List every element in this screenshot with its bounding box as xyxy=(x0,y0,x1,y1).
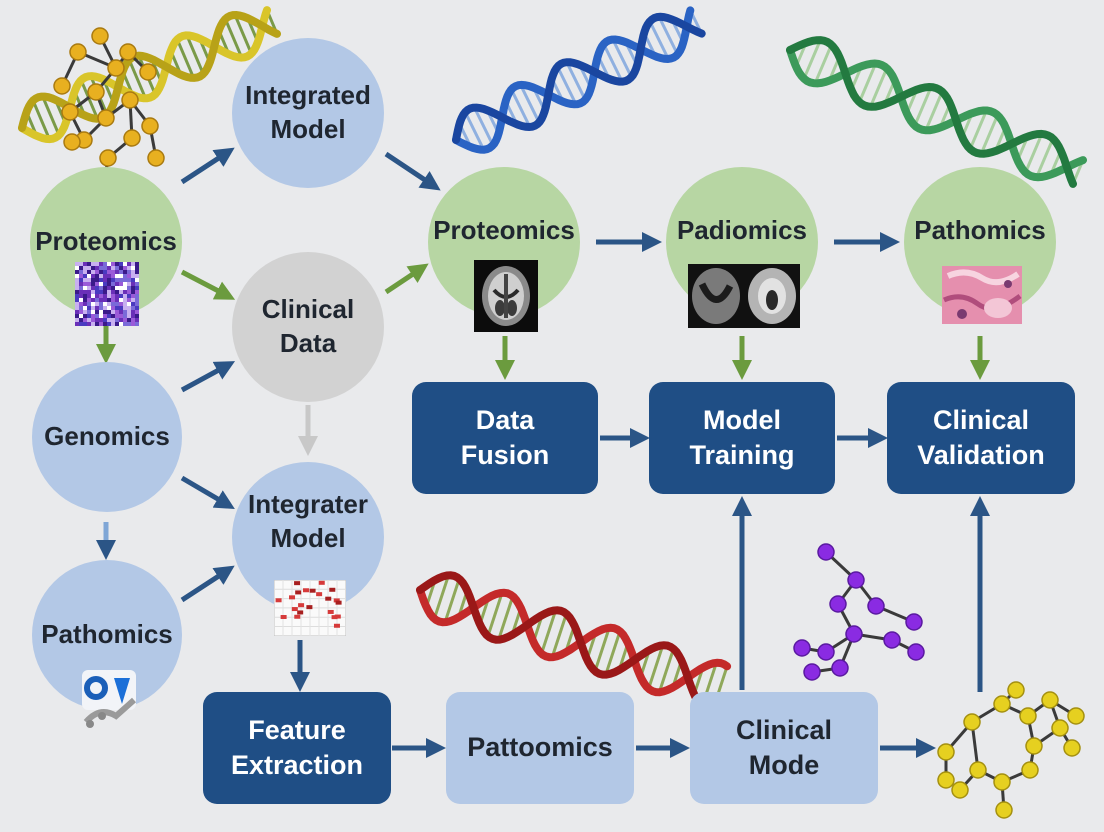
molecule-yellow xyxy=(937,681,1085,819)
arrow-proteomics-to-integrated xyxy=(180,147,235,185)
arrow-clinical-data-to-proteomics xyxy=(384,263,429,295)
feature-extraction-label: Feature Extraction xyxy=(230,714,364,780)
arrow-genomics-to-clinical-data xyxy=(180,361,236,393)
integrated-model-mid-label: Integrater Model xyxy=(248,489,368,553)
pattoomics-label: Pattoomics xyxy=(467,732,613,763)
integrated-model-top-label: Integrated Model xyxy=(245,80,371,144)
arrow-pathomics-to-integrater xyxy=(180,565,235,603)
arrow-genomics-to-integrater xyxy=(180,475,235,510)
clinical-data-node: Clinical Data xyxy=(232,252,384,402)
molecule-purple xyxy=(793,543,925,681)
clinical-validation-box: Clinical Validation xyxy=(887,382,1075,494)
pathomics-left-label: Pathomics xyxy=(41,619,173,650)
feature-extraction-box: Feature Extraction xyxy=(203,692,391,804)
arrow-proteomics-to-clinical-data xyxy=(180,269,236,300)
dna-helix-green xyxy=(786,36,1087,188)
genomics-label: Genomics xyxy=(44,421,170,452)
clinical-data-label: Clinical Data xyxy=(261,294,355,358)
proteomics-left-label: Proteomics xyxy=(35,226,177,257)
ct-scan-pair-image xyxy=(688,264,800,328)
mri-brain-scan-image xyxy=(474,260,538,332)
arrow-integrated-to-proteomics xyxy=(384,151,441,191)
integrated-model-top-node: Integrated Model xyxy=(232,38,384,188)
dna-helix-blue xyxy=(452,6,706,154)
data-fusion-box: Data Fusion xyxy=(412,382,598,494)
radiomics-label: Padiomics xyxy=(676,215,808,246)
model-training-label: Model Training xyxy=(689,404,795,470)
clinical-mode-box: Clinical Mode xyxy=(690,692,878,804)
clinical-validation-label: Clinical Validation xyxy=(917,404,1045,470)
data-fusion-label: Data Fusion xyxy=(460,404,550,470)
data-table-thumbnail-image xyxy=(274,580,346,636)
molecule-orange xyxy=(53,27,165,209)
clinical-mode-label: Clinical Mode xyxy=(735,714,833,780)
genomics-node: Genomics xyxy=(32,362,182,512)
dna-helix-red xyxy=(416,571,732,714)
pathomics-right-label: Pathomics xyxy=(914,215,1046,246)
protein-structure-image xyxy=(82,670,136,728)
histology-slide-image xyxy=(942,266,1022,324)
proteomics-right-label: Proteomics xyxy=(433,215,575,246)
protein-heatmap-image xyxy=(75,262,139,326)
pattoomics-box: Pattoomics xyxy=(446,692,634,804)
model-training-box: Model Training xyxy=(649,382,835,494)
